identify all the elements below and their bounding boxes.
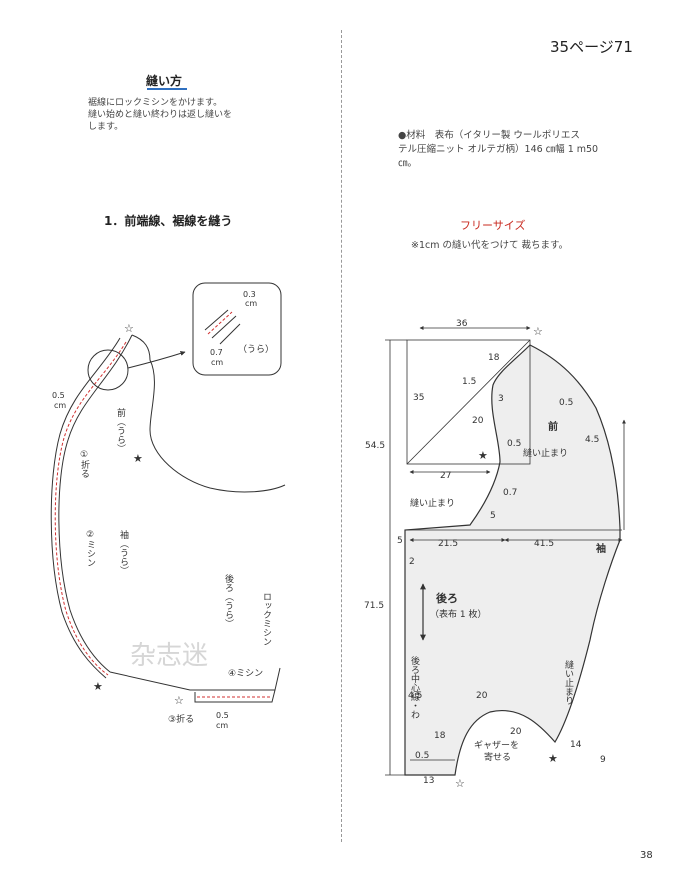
- inset-ura-label: （うら）: [238, 344, 274, 355]
- inset-dim-03: 0.3: [243, 290, 256, 299]
- dim-45a: 4.5: [585, 435, 599, 445]
- intro-line-3: します。: [88, 122, 124, 132]
- dim-05a: 0.5: [559, 398, 573, 408]
- dim-20a: 20: [472, 416, 484, 426]
- dim-35: 35: [413, 393, 424, 403]
- intro-line-2: 縫い始めと縫い終わりは返し縫いを: [88, 110, 233, 120]
- lock-sewing-label: ロックミシン: [261, 592, 271, 646]
- front-label: 前: [548, 420, 558, 433]
- dim-cm-b: cm: [216, 721, 228, 730]
- sew-2-label: ②ミシン: [85, 530, 95, 567]
- hem-fold: [194, 689, 276, 703]
- sleeve-label: 袖: [595, 542, 606, 555]
- star-filled-icon: ★: [133, 452, 143, 465]
- left-garment-outline: [50, 334, 286, 703]
- inset-fabric-lines: [204, 309, 241, 345]
- materials-text: ●材料 表布（イタリー製 ウールポリエス テル圧縮ニット オルテガ柄）146 ㎝…: [398, 129, 598, 171]
- fold-3-label: ③折る: [168, 713, 194, 725]
- materials-line-1: ●材料 表布（イタリー製 ウールポリエス: [398, 130, 580, 141]
- stitch-line-front: [54, 341, 127, 676]
- dim-05d: 0.5: [415, 751, 429, 761]
- inset-box: [192, 282, 282, 376]
- star-filled-icon: ★: [478, 449, 488, 462]
- dim-545: 54.5: [365, 441, 385, 451]
- dim-05b: 0.5: [216, 711, 229, 720]
- gather-label-2: 寄せる: [484, 751, 511, 763]
- dim-20c: 20: [510, 727, 522, 737]
- neckline-curve: [131, 334, 286, 493]
- cb-fold-label: 後ろ中心線・わ: [409, 655, 420, 719]
- star-filled-icon: ★: [93, 680, 103, 693]
- dim-18a: 18: [488, 353, 500, 363]
- left-title: 縫い方: [146, 74, 183, 88]
- back-ura-label: 後ろ（うら）: [223, 573, 234, 628]
- dim-13: 13: [423, 776, 434, 786]
- dim-215: 21.5: [438, 539, 458, 549]
- magnify-arrow: [127, 350, 186, 369]
- star-icon: ☆: [124, 322, 134, 335]
- dim-05b: 0.5: [507, 439, 521, 449]
- construction-box: [406, 339, 531, 465]
- vertical-labels: ①折る ②ミシン 前（うら） 袖（うら） 後ろ（うら） ロックミシン: [79, 407, 271, 646]
- sew-stop-label-3: 縫い止まり: [563, 659, 574, 705]
- star-filled-icon: ★: [548, 752, 558, 765]
- sew-stop-label-2: 縫い止まり: [410, 497, 455, 509]
- magnify-circle: [87, 349, 129, 391]
- inset-dim-07: 0.7: [210, 348, 223, 357]
- construction-lines: [385, 339, 622, 776]
- size-label: フリーサイズ: [460, 219, 526, 232]
- page-reference: 35ページ71: [550, 38, 633, 56]
- dim-415: 41.5: [534, 539, 554, 549]
- front-edge-line: [58, 334, 133, 673]
- page-fold-line: [341, 30, 342, 842]
- dim-18b: 18: [434, 731, 446, 741]
- watermark: 杂志迷: [130, 641, 208, 671]
- dim-27: 27: [440, 471, 451, 481]
- title-underline: [147, 88, 187, 90]
- dim-cm-a: cm: [54, 401, 66, 410]
- materials-line-2: テル圧縮ニット オルテガ柄）146 ㎝幅 1 m50: [398, 144, 599, 155]
- dim-14: 14: [570, 740, 582, 750]
- intro-text: 裾線にロックミシンをかけます。 縫い始めと縫い終わりは返し縫いを します。: [88, 97, 232, 133]
- dim-9: 9: [600, 755, 606, 765]
- dim-5a: 5: [490, 511, 496, 521]
- dim-05a: 0.5: [52, 391, 65, 400]
- dim-5b: 5: [397, 536, 403, 546]
- dim-2: 2: [409, 557, 415, 567]
- back-label: 後ろ: [436, 591, 458, 605]
- sew-stop-label-1: 縫い止まり: [523, 447, 568, 459]
- inset-dim-cm-2: cm: [211, 358, 223, 367]
- pattern-labels: 前 袖 後ろ （表布 1 枚） 縫い止まり 縫い止まり 縫い止まり 後ろ中心線・…: [409, 420, 606, 763]
- materials-line-3: ㎝。: [398, 158, 418, 169]
- intro-line-1: 裾線にロックミシンをかけます。: [88, 98, 223, 108]
- dim-20b: 20: [476, 691, 488, 701]
- front-edge-inner: [50, 337, 121, 679]
- back-fabric-label: （表布 1 枚）: [430, 608, 486, 620]
- sew-4-label: ④ミシン: [228, 669, 263, 679]
- hem-line: [109, 667, 281, 691]
- star-icon: ☆: [455, 777, 465, 790]
- dim-36: 36: [456, 319, 468, 329]
- star-icon: ☆: [533, 325, 543, 338]
- dim-3: 3: [498, 394, 504, 404]
- dim-715: 71.5: [364, 601, 384, 611]
- dim-07: 0.7: [503, 488, 517, 498]
- inset-dim-cm-1: cm: [245, 299, 257, 308]
- pattern-piece: [404, 344, 621, 776]
- sleeve-ura-label: 袖（うら）: [118, 529, 129, 575]
- dim-45b: 4.5: [408, 691, 422, 701]
- pattern-dimensions: 36 18 1.5 3 35 20 0.5 4.5 54.5 27 0.5 0.…: [364, 319, 606, 786]
- page-number: 38: [640, 850, 653, 861]
- star-icon: ☆: [174, 694, 184, 707]
- front-ura-label: 前（うら）: [115, 407, 126, 453]
- seam-allowance-note: ※1cm の縫い代をつけて 裁ちます。: [411, 240, 569, 251]
- dim-15: 1.5: [462, 377, 476, 387]
- inset-stitch: [207, 311, 233, 335]
- fold-1-label: ①折る: [79, 450, 90, 478]
- construction-diagonal: [406, 339, 531, 465]
- step1-title: 1．前端線、裾線を縫う: [104, 214, 233, 228]
- gather-label: ギャザーを: [474, 740, 519, 751]
